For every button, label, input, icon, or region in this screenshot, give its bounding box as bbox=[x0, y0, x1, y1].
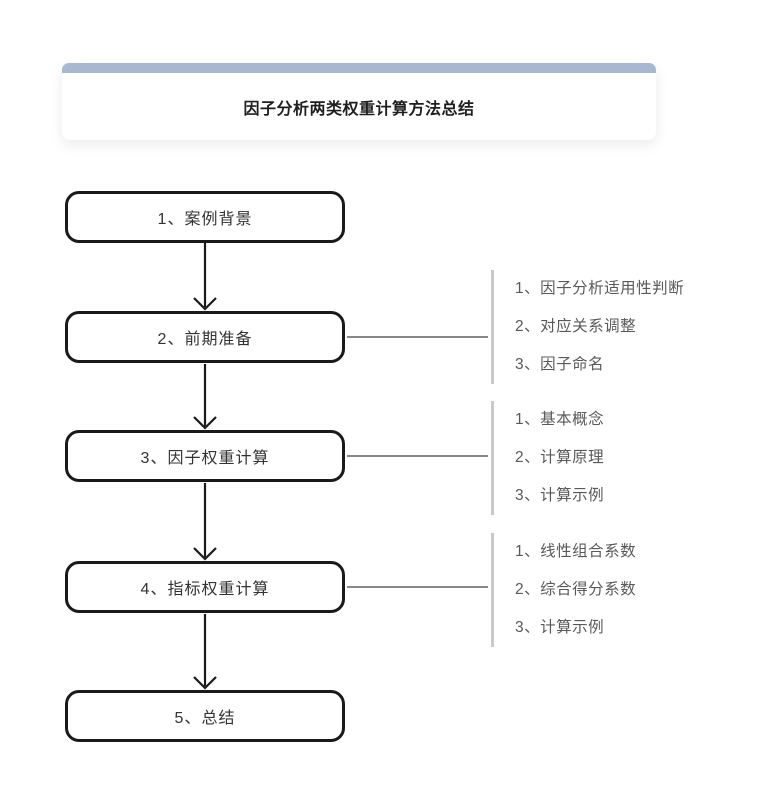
flow-node-case-background: 1、案例背景 bbox=[65, 191, 345, 243]
node-label: 1、案例背景 bbox=[157, 211, 253, 228]
sublist-item: 1、线性组合系数 bbox=[515, 543, 637, 560]
node-label: 4、指标权重计算 bbox=[140, 581, 270, 598]
flow-node-factor-weight: 3、因子权重计算 bbox=[65, 430, 345, 482]
sublist-item: 2、对应关系调整 bbox=[515, 318, 637, 335]
sublist-connectors bbox=[347, 336, 488, 588]
sublist-preparation: 1、因子分析适用性判断 2、对应关系调整 3、因子命名 bbox=[491, 270, 684, 384]
flow-arrow-4-5 bbox=[193, 614, 217, 690]
node-label: 5、总结 bbox=[174, 710, 236, 727]
node-label: 2、前期准备 bbox=[157, 331, 253, 348]
sublist-factor-weight: 1、基本概念 2、计算原理 3、计算示例 bbox=[491, 401, 604, 515]
sublist-item: 3、因子命名 bbox=[515, 356, 605, 373]
flow-node-summary: 5、总结 bbox=[65, 690, 345, 742]
flow-node-indicator-weight: 4、指标权重计算 bbox=[65, 561, 345, 613]
sublist-item: 1、因子分析适用性判断 bbox=[515, 280, 685, 297]
sublist-item: 3、计算示例 bbox=[515, 487, 605, 504]
sublist-item: 3、计算示例 bbox=[515, 619, 605, 636]
flow-arrow-1-2 bbox=[193, 243, 217, 311]
node-label: 3、因子权重计算 bbox=[140, 450, 270, 467]
sublist-item: 1、基本概念 bbox=[515, 411, 605, 428]
sublist-item: 2、计算原理 bbox=[515, 449, 605, 466]
header-card: 因子分析两类权重计算方法总结 bbox=[62, 63, 656, 140]
header-accent-bar bbox=[62, 63, 656, 73]
sublist-indicator-weight: 1、线性组合系数 2、综合得分系数 3、计算示例 bbox=[491, 533, 636, 647]
flow-arrow-2-3 bbox=[193, 364, 217, 430]
flow-arrow-3-4 bbox=[193, 483, 217, 561]
flow-node-preparation: 2、前期准备 bbox=[65, 311, 345, 363]
sublist-item: 2、综合得分系数 bbox=[515, 581, 637, 598]
page-title: 因子分析两类权重计算方法总结 bbox=[243, 100, 475, 118]
header-body: 因子分析两类权重计算方法总结 bbox=[62, 73, 656, 140]
